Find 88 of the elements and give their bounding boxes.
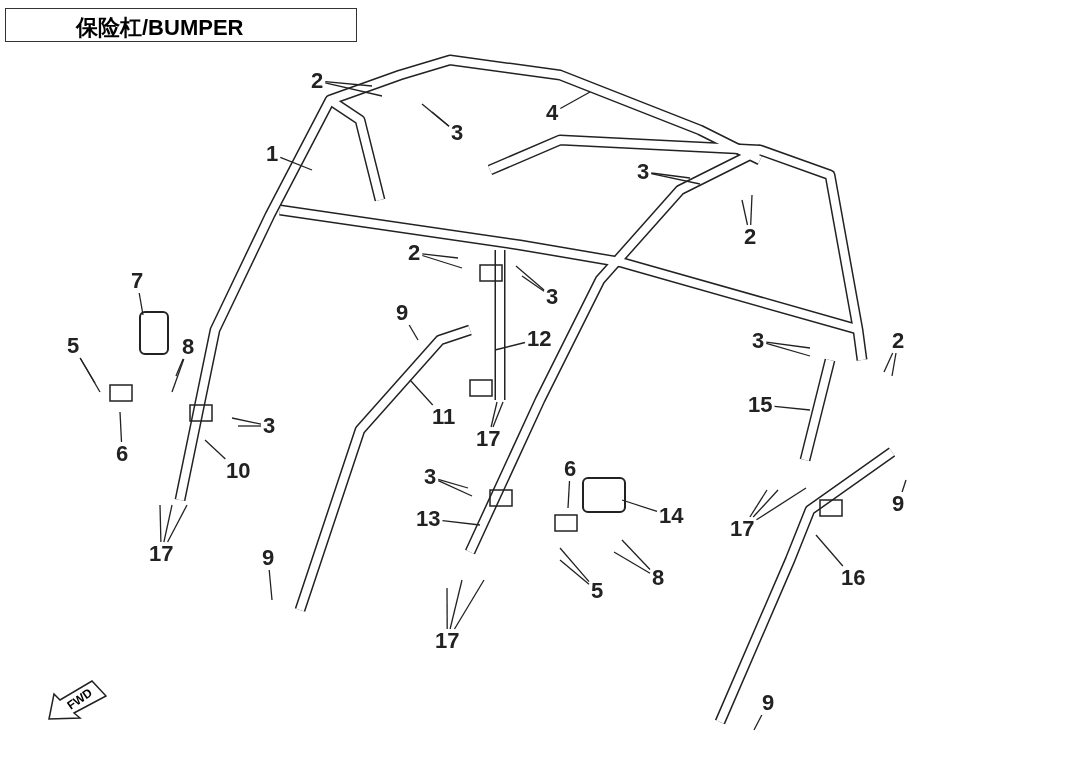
callout-number: 11: [432, 406, 456, 428]
callout-number: 2: [892, 330, 905, 352]
leader-line: [741, 199, 749, 226]
callout-number: 4: [546, 102, 559, 124]
callout-number: 17: [730, 518, 755, 540]
leader-line: [449, 579, 463, 630]
title: 保险杠/BUMPER: [5, 8, 357, 42]
leader-line: [753, 714, 763, 731]
callout-number: 7: [131, 270, 144, 292]
leader-line: [204, 439, 227, 460]
callout-number: 9: [762, 692, 775, 714]
callout-number: 9: [262, 547, 275, 569]
leader-line: [159, 504, 162, 543]
leader-line: [324, 81, 373, 87]
callout-number: 3: [451, 122, 464, 144]
callout-number: 5: [67, 335, 80, 357]
leader-line: [166, 504, 188, 543]
callout-number: 10: [226, 460, 251, 482]
leader-line: [324, 82, 383, 97]
leader-line: [453, 579, 485, 630]
leader-line: [891, 352, 897, 377]
leader-line: [409, 379, 434, 406]
leader-line: [279, 156, 313, 171]
callout-number: 6: [116, 443, 129, 465]
callout-number: 2: [744, 226, 757, 248]
leader-line: [437, 480, 473, 497]
callout-number: 3: [546, 286, 559, 308]
leader-line: [521, 275, 545, 292]
leader-line: [175, 358, 184, 377]
leader-line: [815, 534, 844, 567]
leader-line: [421, 253, 459, 259]
callout-number: 1: [266, 143, 279, 165]
leader-line: [446, 587, 448, 630]
callout-number: 9: [396, 302, 409, 324]
leader-line: [268, 569, 273, 601]
callout-number: 14: [659, 505, 684, 527]
leader-line: [650, 172, 691, 179]
leader-line: [138, 292, 144, 316]
leader-line: [421, 254, 463, 269]
callout-number: 8: [182, 336, 195, 358]
leader-line: [79, 357, 101, 393]
callout-number: 17: [476, 428, 501, 450]
leader-line: [883, 352, 894, 373]
leader-line: [621, 539, 651, 571]
leader-line: [749, 489, 768, 518]
leader-line: [765, 341, 811, 349]
leader-line: [773, 405, 811, 411]
callout-number: 3: [424, 466, 437, 488]
callout-number: 16: [841, 567, 866, 589]
leader-line: [494, 341, 526, 351]
leader-line: [765, 342, 811, 357]
leader-line: [750, 194, 753, 226]
leader-line: [119, 411, 123, 443]
leader-line: [237, 425, 262, 427]
leader-line: [755, 487, 807, 521]
callout-number: 9: [892, 493, 905, 515]
leader-line: [613, 551, 651, 574]
leader-line: [559, 91, 591, 110]
leader-line: [650, 173, 701, 185]
leader-line: [492, 401, 504, 428]
leader-line: [431, 111, 450, 127]
leader-line: [437, 478, 469, 489]
leader-line: [408, 324, 419, 341]
callout-number: 15: [748, 394, 773, 416]
leader-line: [559, 547, 590, 583]
callout-number: 12: [527, 328, 552, 350]
callout-number: 6: [564, 458, 577, 480]
leader-line: [490, 401, 498, 428]
leader-line: [163, 504, 173, 543]
leader-line: [752, 489, 779, 518]
callout-number: 2: [311, 70, 324, 92]
callout-number: 3: [637, 161, 650, 183]
leader-line: [441, 520, 481, 526]
leader-line: [559, 559, 590, 585]
leader-line: [621, 499, 658, 513]
callout-number: 13: [416, 508, 441, 530]
callout-number: 17: [149, 543, 174, 565]
callout-number: 17: [435, 630, 460, 652]
leader-line: [567, 480, 571, 509]
callout-number: 2: [408, 242, 421, 264]
leader-line: [901, 479, 907, 493]
leader-line: [231, 417, 262, 425]
callout-number: 5: [591, 580, 604, 602]
callout-number: 3: [752, 330, 765, 352]
leader-line: [171, 358, 185, 393]
callout-number: 3: [263, 415, 276, 437]
callout-number: 8: [652, 567, 665, 589]
leader-line: [515, 265, 545, 291]
